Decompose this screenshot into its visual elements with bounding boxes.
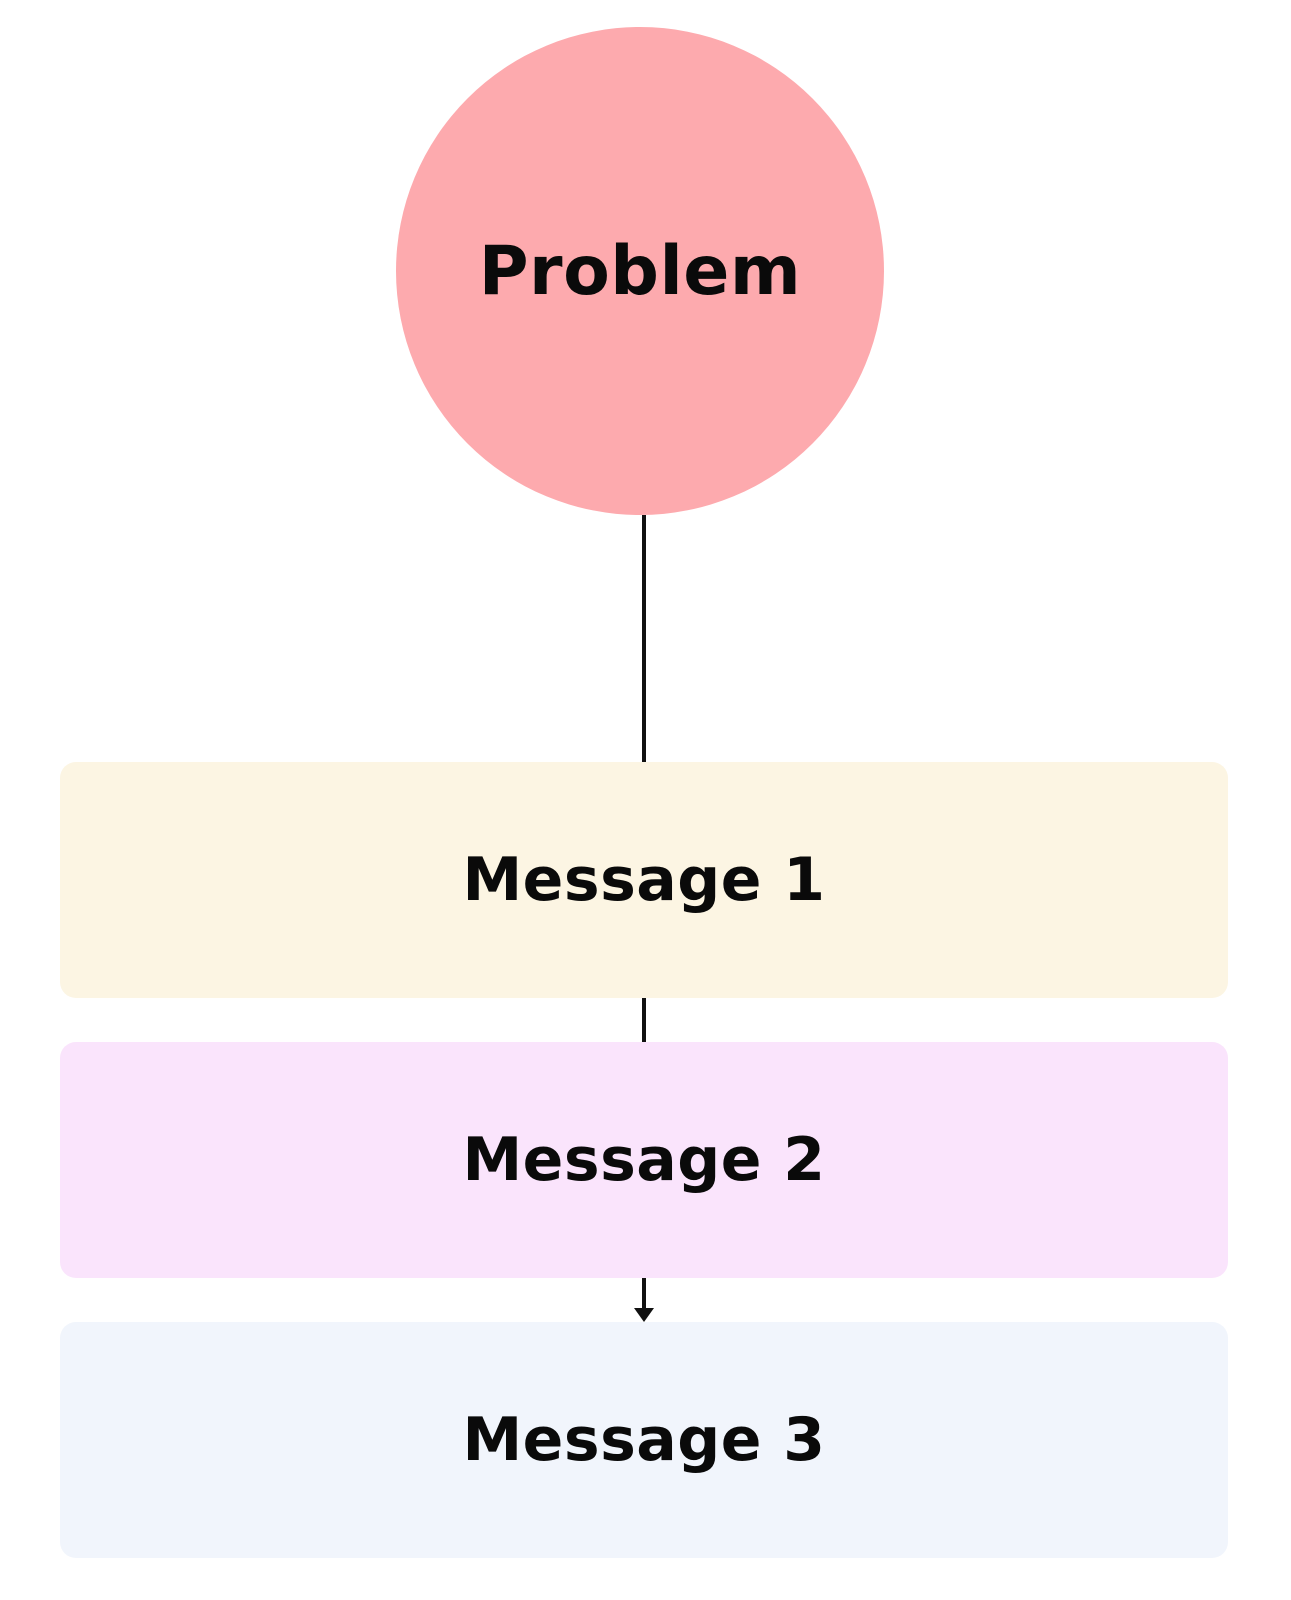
message-1-label: Message 1 [462, 845, 826, 915]
arrowhead-icon [634, 1308, 654, 1322]
message-3-node: Message 3 [60, 1322, 1228, 1558]
message-1-node: Message 1 [60, 762, 1228, 998]
message-2-label: Message 2 [462, 1125, 826, 1195]
problem-node: Problem [396, 27, 884, 515]
problem-label: Problem [478, 231, 802, 311]
message-3-label: Message 3 [462, 1405, 826, 1475]
message-2-node: Message 2 [60, 1042, 1228, 1278]
